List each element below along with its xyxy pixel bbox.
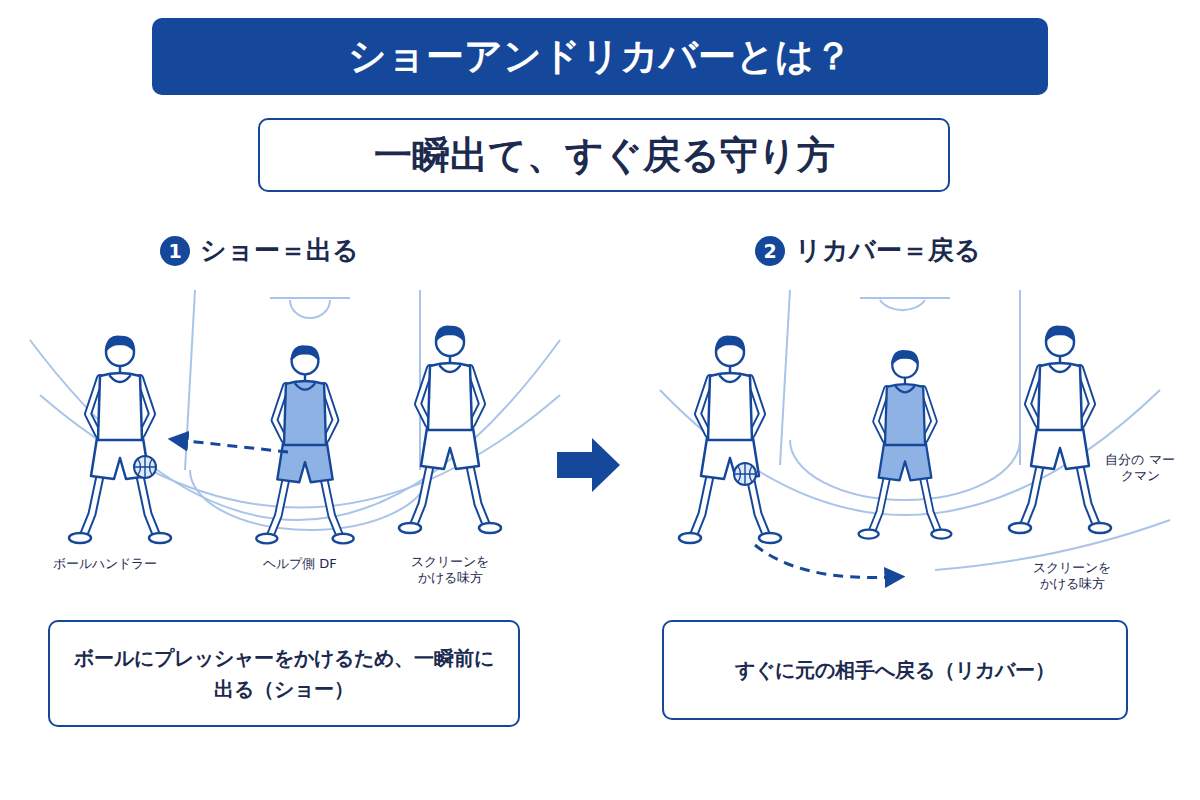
box-text: すぐに元の相手へ戻る（リカバー） — [713, 655, 1077, 686]
player-label: スクリーンを かける味方 — [1030, 560, 1114, 593]
explanation-box: すぐに元の相手へ戻る（リカバー） — [662, 620, 1128, 720]
step-heading: 1 ショー＝出る — [160, 233, 359, 268]
subtitle-box: 一瞬出て、すぐ戻る守り方 — [258, 118, 950, 192]
player-label: 自分の マークマン — [1105, 452, 1175, 485]
step-title: リカバー＝戻る — [795, 233, 981, 268]
callout-number: 2 — [755, 236, 785, 266]
player-label: ヘルプ側 DF — [240, 556, 360, 572]
explanation-box: ボールにプレッシャーをかけるため、一瞬前に出る（ショー） — [48, 620, 520, 727]
player-label: ボールハンドラー — [35, 556, 175, 572]
box-text: ボールにプレッシャーをかけるため、一瞬前に出る（ショー） — [51, 643, 517, 705]
step-heading: 2 リカバー＝戻る — [755, 233, 981, 268]
player-label: スクリーンを かける味方 — [408, 554, 492, 587]
title-band: ショーアンドリカバーとは？ — [152, 18, 1048, 95]
box-text: 一瞬出て、すぐ戻る守り方 — [352, 126, 857, 185]
title: ショーアンドリカバーとは？ — [348, 31, 852, 82]
callout-number: 1 — [160, 236, 190, 266]
step-title: ショー＝出る — [200, 233, 359, 268]
